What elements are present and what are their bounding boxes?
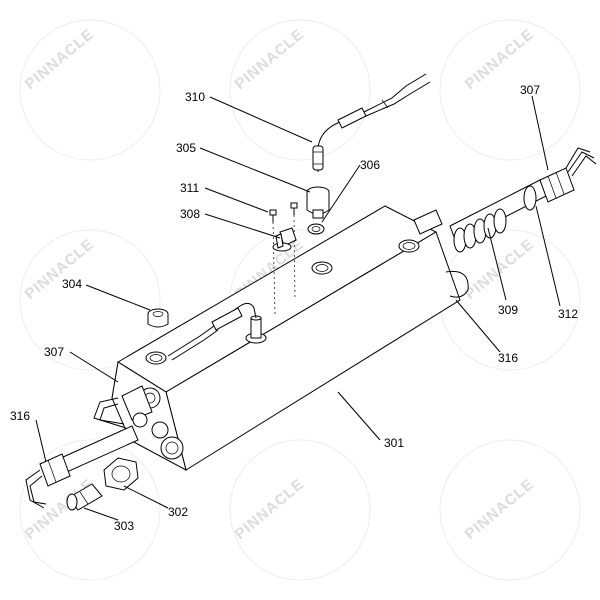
spring-309 bbox=[453, 208, 507, 253]
probe-310 bbox=[312, 73, 431, 172]
callout-306: 306 bbox=[360, 158, 380, 172]
callout-304: 304 bbox=[62, 277, 82, 291]
sensor-wire bbox=[167, 302, 267, 361]
callout-309: 309 bbox=[498, 303, 518, 317]
callout-305: 305 bbox=[176, 141, 196, 155]
right-fittings bbox=[413, 147, 597, 298]
elbow-fitting-307-right bbox=[539, 147, 597, 203]
leader-lines bbox=[35, 95, 561, 521]
fitting-305 bbox=[306, 186, 330, 219]
plug-304 bbox=[147, 308, 169, 328]
watermark-text: PINNACLE bbox=[22, 236, 98, 303]
fitting-316-left bbox=[25, 453, 71, 509]
washer-306 bbox=[307, 223, 325, 235]
watermark-text: PINNACLE bbox=[232, 26, 308, 93]
callout-316-left: 316 bbox=[10, 409, 30, 423]
watermark-text: PINNACLE bbox=[232, 476, 308, 543]
watermark-text: PINNACLE bbox=[22, 476, 98, 543]
screws-311 bbox=[269, 202, 298, 316]
callout-302: 302 bbox=[168, 505, 188, 519]
watermark-text: PINNACLE bbox=[22, 26, 98, 93]
callout-303: 303 bbox=[114, 519, 134, 533]
callout-316-right: 316 bbox=[498, 351, 518, 365]
nut-302 bbox=[103, 457, 139, 491]
callout-labels: 310 305 306 311 308 304 307 307 309 312 … bbox=[10, 83, 578, 533]
callout-307-left: 307 bbox=[44, 345, 64, 359]
callout-311: 311 bbox=[180, 181, 199, 195]
callout-312: 312 bbox=[558, 307, 578, 321]
callout-310: 310 bbox=[185, 90, 205, 104]
main-block-301 bbox=[111, 205, 461, 471]
fitting-303 bbox=[66, 483, 103, 511]
callout-308: 308 bbox=[180, 207, 200, 221]
left-fittings bbox=[25, 385, 169, 511]
callout-307-right: 307 bbox=[520, 83, 540, 97]
watermark-text: PINNACLE bbox=[462, 476, 538, 543]
ring-312 bbox=[523, 185, 537, 211]
callout-301: 301 bbox=[384, 436, 404, 450]
